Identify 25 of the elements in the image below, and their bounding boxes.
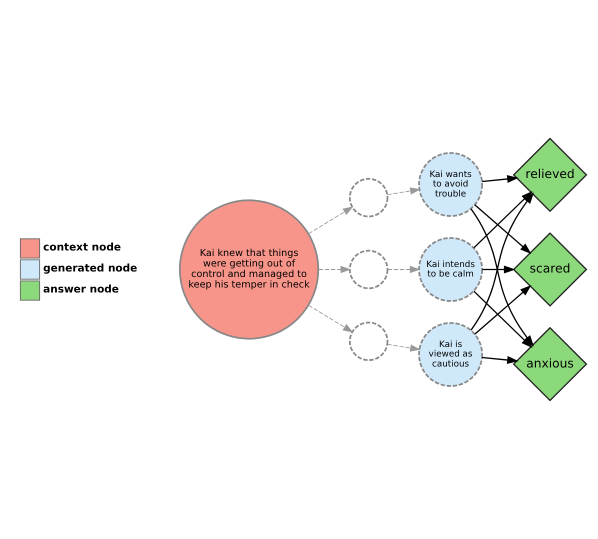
- arrow: [387, 266, 420, 274]
- node-diamond: relieved: [512, 138, 588, 212]
- node-diamond: anxious: [512, 326, 588, 402]
- legend-label: context node: [43, 241, 121, 254]
- node-circle: Kai wants to avoid trouble: [418, 152, 483, 217]
- node-circle: Kai is viewed as cautious: [418, 322, 483, 387]
- arrow: [474, 204, 532, 254]
- legend-label: generated node: [43, 262, 138, 274]
- arrow: [386, 187, 421, 196]
- node-circle: [348, 178, 388, 218]
- arrow: [386, 344, 421, 352]
- node-circle: Kai intends to be calm: [418, 237, 483, 302]
- arrow: [482, 175, 519, 183]
- node-circle: Kai knew that things were getting out of control and managed to keep his temper in check: [178, 199, 320, 340]
- arrow: [470, 192, 534, 331]
- node-diamond: scared: [512, 232, 588, 307]
- arrow: [318, 266, 352, 274]
- node-circle: [348, 250, 388, 290]
- arrow: [482, 356, 519, 364]
- legend-label: answer node: [43, 283, 119, 296]
- arrow: [482, 266, 516, 274]
- node-circle: [348, 322, 388, 362]
- arrow: [308, 206, 354, 234]
- arrow: [308, 304, 354, 333]
- arrow: [474, 284, 532, 335]
